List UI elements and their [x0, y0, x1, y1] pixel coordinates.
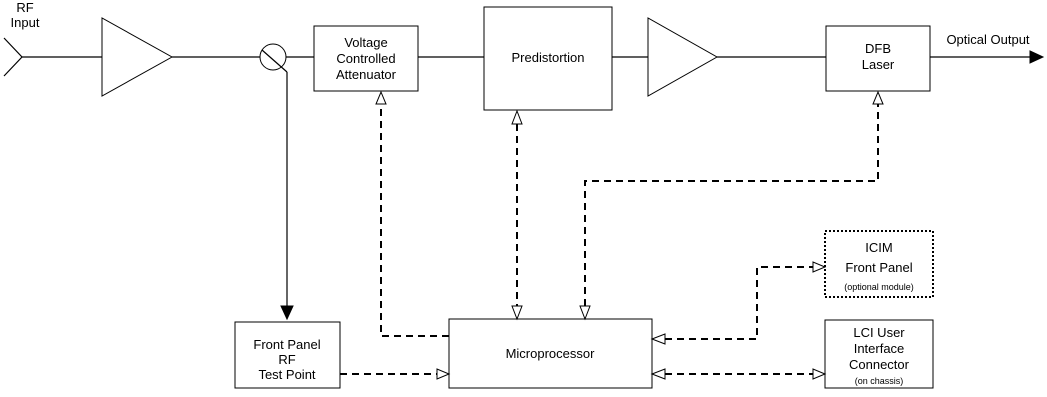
- dfb-laser-label-line2: Laser: [862, 57, 895, 72]
- microprocessor-box: [448, 318, 653, 389]
- vca-label-line3: Attenuator: [336, 67, 397, 82]
- lci-label-line1: LCI User: [853, 325, 905, 340]
- icim-note: (optional module): [844, 282, 914, 292]
- arrowhead-to-test-point: [280, 305, 294, 321]
- predistortion-label: Predistortion: [512, 50, 585, 65]
- arrowhead-lci-right: [812, 368, 827, 380]
- arrowhead-icim-right: [812, 261, 827, 273]
- front-panel-rf-test-point-box: [234, 321, 341, 389]
- dfb-laser-label-line1: DFB: [865, 41, 891, 56]
- control-line-vca: [380, 104, 449, 337]
- arrowhead-vca: [375, 90, 387, 105]
- control-line-dfb: [584, 104, 879, 306]
- arrowhead-dfb-down: [579, 305, 591, 321]
- lci-label-line3: Connector: [849, 357, 910, 372]
- front-panel-rf-label-line2: RF: [278, 352, 295, 367]
- front-panel-rf-label-line1: Front Panel: [253, 337, 320, 352]
- arrowhead-dfb-up: [872, 90, 884, 105]
- input-amplifier-icon: [101, 17, 174, 97]
- arrowhead-predistortion-up: [511, 109, 523, 125]
- rf-input-antenna-icon: [3, 37, 102, 77]
- coupler-icon: [259, 43, 287, 71]
- front-panel-rf-label-line3: Test Point: [258, 367, 315, 382]
- vca-label-line1: Voltage: [344, 35, 387, 50]
- lci-connector-box: [824, 319, 934, 389]
- control-line-icim: [665, 266, 813, 340]
- optical-output-arrowhead: [1029, 50, 1045, 64]
- arrowhead-predistortion-down: [511, 305, 523, 321]
- arrowhead-lci-left: [650, 368, 666, 380]
- arrowhead-test-point: [436, 368, 451, 380]
- icim-front-panel-box: [824, 230, 934, 298]
- icim-label-line2: Front Panel: [845, 260, 912, 275]
- arrowhead-icim-left: [650, 333, 666, 345]
- vca-label-line2: Controlled: [336, 51, 395, 66]
- dfb-laser-box: [825, 25, 931, 92]
- microprocessor-label: Microprocessor: [506, 346, 596, 361]
- optical-output-label: Optical Output: [946, 32, 1029, 47]
- icim-label-line1: ICIM: [865, 240, 892, 255]
- predistortion-box: [483, 6, 613, 111]
- lci-label-line2: Interface: [854, 341, 905, 356]
- lci-note: (on chassis): [855, 376, 904, 386]
- rf-input-label-line2: Input: [11, 15, 40, 30]
- vca-box: [313, 25, 419, 92]
- rf-input-label-line1: RF: [16, 0, 33, 15]
- output-amplifier-icon: [647, 17, 719, 97]
